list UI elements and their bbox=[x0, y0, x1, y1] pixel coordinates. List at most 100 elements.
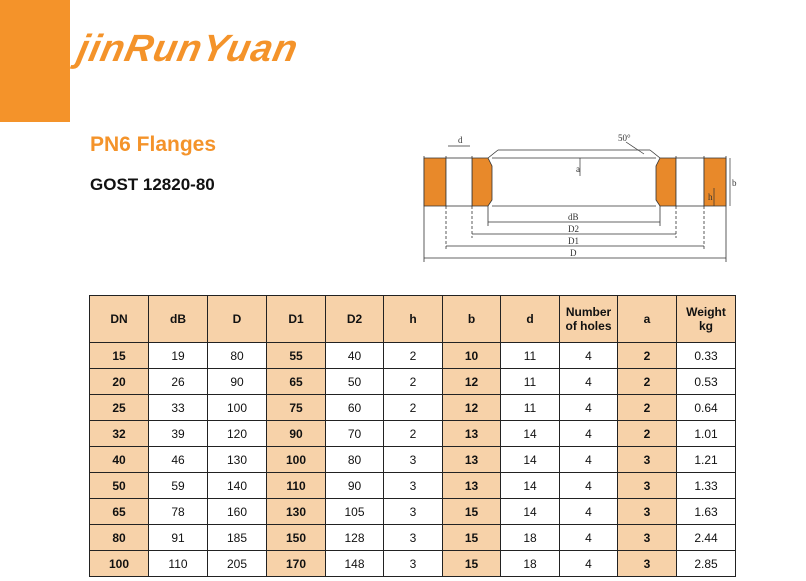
table-cell: 2 bbox=[617, 342, 677, 369]
table-cell: 4 bbox=[559, 524, 618, 551]
column-header: h bbox=[383, 295, 443, 343]
table-cell: 140 bbox=[207, 472, 267, 499]
column-header: D bbox=[207, 295, 267, 343]
table-cell: 2 bbox=[383, 368, 443, 395]
table-cell: 19 bbox=[148, 342, 208, 369]
table-cell: 40 bbox=[89, 446, 149, 473]
table-cell: 20 bbox=[89, 368, 149, 395]
table-cell: 11 bbox=[500, 368, 560, 395]
table-cell: 3 bbox=[383, 524, 443, 551]
table-cell: 3 bbox=[383, 472, 443, 499]
table-cell: 3 bbox=[617, 524, 677, 551]
table-cell: 10 bbox=[442, 342, 501, 369]
table-cell: 170 bbox=[266, 550, 326, 577]
table-cell: 185 bbox=[207, 524, 267, 551]
table-cell: 128 bbox=[325, 524, 384, 551]
table-cell: 100 bbox=[207, 394, 267, 421]
column-header: b bbox=[442, 295, 501, 343]
table-cell: 11 bbox=[500, 342, 560, 369]
table-cell: 59 bbox=[148, 472, 208, 499]
table-cell: 2 bbox=[617, 394, 677, 421]
table-cell: 1.21 bbox=[676, 446, 736, 473]
page-title: PN6 Flanges bbox=[90, 133, 217, 156]
table-cell: 18 bbox=[500, 524, 560, 551]
table-cell: 4 bbox=[559, 498, 618, 525]
table-cell: 160 bbox=[207, 498, 267, 525]
table-cell: 50 bbox=[89, 472, 149, 499]
dim-label-b: b bbox=[732, 178, 737, 188]
dim-label-D2: D2 bbox=[568, 224, 579, 234]
table-cell: 12 bbox=[442, 394, 501, 421]
table-cell: 148 bbox=[325, 550, 384, 577]
table-cell: 11 bbox=[500, 394, 560, 421]
flange-left-section bbox=[423, 157, 447, 207]
table-cell: 120 bbox=[207, 420, 267, 447]
table-cell: 3 bbox=[617, 472, 677, 499]
table-cell: 0.33 bbox=[676, 342, 736, 369]
dim-label-angle: 50° bbox=[618, 133, 631, 143]
table-cell: 14 bbox=[500, 420, 560, 447]
table-cell: 110 bbox=[266, 472, 326, 499]
table-cell: 1.63 bbox=[676, 498, 736, 525]
table-cell: 0.64 bbox=[676, 394, 736, 421]
table-cell: 50 bbox=[325, 368, 384, 395]
dim-label-a: a bbox=[576, 164, 580, 174]
table-cell: 91 bbox=[148, 524, 208, 551]
table-cell: 110 bbox=[148, 550, 208, 577]
table-cell: 2 bbox=[617, 420, 677, 447]
table-cell: 3 bbox=[383, 498, 443, 525]
table-cell: 40 bbox=[325, 342, 384, 369]
table-cell: 4 bbox=[559, 446, 618, 473]
dim-label-h: h bbox=[708, 192, 713, 202]
column-header: dB bbox=[148, 295, 208, 343]
table-cell: 32 bbox=[89, 420, 149, 447]
table-cell: 2.85 bbox=[676, 550, 736, 577]
table-cell: 13 bbox=[442, 420, 501, 447]
table-cell: 3 bbox=[617, 498, 677, 525]
table-cell: 3 bbox=[617, 550, 677, 577]
table-cell: 13 bbox=[442, 472, 501, 499]
table-cell: 2 bbox=[383, 394, 443, 421]
table-cell: 0.53 bbox=[676, 368, 736, 395]
table-cell: 65 bbox=[89, 498, 149, 525]
table-cell: 12 bbox=[442, 368, 501, 395]
table-cell: 4 bbox=[559, 550, 618, 577]
table-cell: 4 bbox=[559, 472, 618, 499]
table-cell: 78 bbox=[148, 498, 208, 525]
flange-right-section bbox=[703, 157, 727, 207]
flange-right-inner-section bbox=[655, 157, 677, 207]
table-cell: 70 bbox=[325, 420, 384, 447]
table-cell: 14 bbox=[500, 446, 560, 473]
flange-left-inner-section bbox=[471, 157, 493, 207]
table-cell: 55 bbox=[266, 342, 326, 369]
column-header: D1 bbox=[266, 295, 326, 343]
dim-label-d: d bbox=[458, 135, 463, 145]
table-cell: 46 bbox=[148, 446, 208, 473]
table-cell: 4 bbox=[559, 368, 618, 395]
table-cell: 2 bbox=[383, 342, 443, 369]
dim-label-D1: D1 bbox=[568, 236, 579, 246]
table-cell: 130 bbox=[207, 446, 267, 473]
table-cell: 15 bbox=[89, 342, 149, 369]
table-cell: 15 bbox=[442, 550, 501, 577]
table-cell: 80 bbox=[325, 446, 384, 473]
table-cell: 3 bbox=[617, 446, 677, 473]
column-header: d bbox=[500, 295, 560, 343]
table-cell: 15 bbox=[442, 524, 501, 551]
column-header: a bbox=[617, 295, 677, 343]
table-cell: 39 bbox=[148, 420, 208, 447]
table-cell: 75 bbox=[266, 394, 326, 421]
table-cell: 2.44 bbox=[676, 524, 736, 551]
table-cell: 33 bbox=[148, 394, 208, 421]
table-cell: 150 bbox=[266, 524, 326, 551]
